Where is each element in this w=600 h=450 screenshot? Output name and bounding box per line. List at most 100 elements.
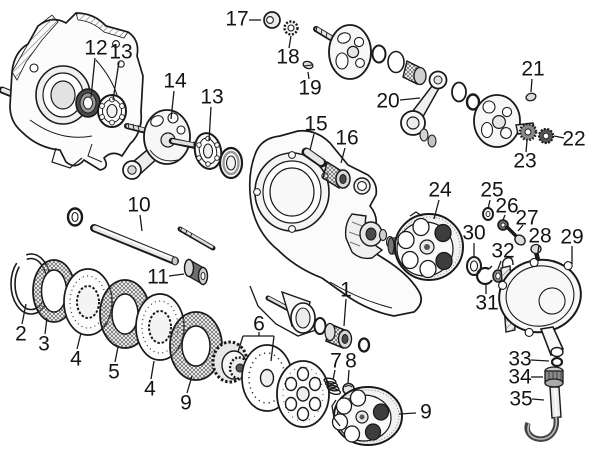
part-label-26-28: 26 — [495, 195, 518, 218]
leader-line-5 — [114, 346, 119, 363]
leader-line-15 — [309, 133, 315, 151]
part-label-27-29: 27 — [515, 207, 538, 230]
leader-line-35 — [531, 398, 545, 401]
part-label-19-21: 19 — [298, 77, 321, 100]
roller-11 — [183, 258, 209, 286]
pushrod-segment — [177, 226, 216, 251]
ring-after-hub — [357, 337, 371, 353]
leader-line-1 — [343, 298, 347, 327]
leader-line-13 — [112, 61, 120, 101]
part-label-28-30: 28 — [528, 225, 551, 248]
clutch-drum-24 — [387, 211, 464, 281]
oil-seal-12 — [75, 88, 101, 118]
hub-bushing-1 — [324, 322, 353, 350]
leader-line-9 — [186, 375, 193, 394]
crankcase-left-half — [9, 12, 144, 171]
part-label-5-4: 5 — [108, 361, 120, 384]
part-label-17-19: 17 — [225, 8, 248, 31]
part-label-13-14: 13 — [109, 41, 132, 64]
part-label-24-26: 24 — [428, 179, 452, 202]
leader-line-6 — [237, 335, 244, 353]
leader-line-32 — [497, 260, 502, 270]
part-label-23-25: 23 — [513, 150, 536, 173]
crankshaft-assembly-20 — [313, 24, 536, 148]
part-label-9-10: 9 — [420, 401, 432, 424]
star-lock-washer-18 — [283, 20, 299, 36]
part-label-35-37: 35 — [509, 388, 532, 411]
o-ring-33 — [550, 356, 564, 368]
drain-tube-35 — [524, 386, 562, 442]
part-label-4-3: 4 — [70, 348, 82, 371]
leader-line-9 — [398, 412, 417, 415]
seal-ring — [218, 146, 244, 180]
leader-line-4 — [150, 360, 155, 380]
woodruff-key-19 — [302, 60, 314, 70]
part-label-7-7: 7 — [330, 350, 342, 373]
part-label-22-24: 22 — [562, 128, 585, 151]
part-label-4-5: 4 — [144, 378, 156, 401]
leader-line-25 — [487, 199, 491, 210]
part-label-32-34: 32 — [491, 240, 514, 263]
leader-line-7 — [332, 369, 336, 381]
part-label-6-6: 6 — [253, 313, 265, 336]
leader-line-11 — [168, 273, 185, 277]
leader-line-21 — [530, 78, 533, 93]
leader-line-20 — [399, 97, 421, 101]
spring-7 — [323, 377, 342, 396]
part-label-12-13: 12 — [84, 37, 107, 60]
part-label-3-2: 3 — [38, 333, 50, 356]
leader-line-12 — [90, 57, 96, 98]
part-label-20-22: 20 — [376, 90, 399, 113]
bushing-16 — [322, 160, 351, 190]
part-label-13-15: 13 — [200, 86, 223, 109]
part-label-1-0: 1 — [340, 279, 352, 302]
small-ring — [66, 207, 84, 227]
clutch-drum-9 — [331, 386, 403, 446]
part-label-8-8: 8 — [345, 350, 357, 373]
leader-line-3 — [44, 317, 48, 335]
part-label-15-17: 15 — [304, 113, 327, 136]
leader-line-4 — [76, 332, 82, 350]
part-label-10-11: 10 — [127, 194, 150, 217]
crankcase-right-half — [248, 129, 423, 337]
leader-line-26 — [502, 214, 506, 221]
leader-line-24 — [433, 199, 440, 220]
leader-line-23 — [525, 140, 528, 153]
pushrod-10 — [90, 224, 179, 266]
part-label-21-23: 21 — [521, 58, 544, 81]
part-label-33-35: 33 — [508, 348, 531, 371]
part-label-34-36: 34 — [508, 366, 532, 389]
part-label-29-31: 29 — [560, 226, 583, 249]
leader-line-27 — [517, 224, 524, 232]
leader-line-8 — [347, 369, 350, 384]
pinion-23 — [518, 122, 538, 142]
cover-28-29 — [498, 243, 582, 358]
nut-22 — [537, 127, 555, 145]
part-label-30-32: 30 — [462, 222, 485, 245]
leader-line-18 — [288, 35, 292, 49]
leader-line-19 — [307, 71, 310, 80]
part-label-2-1: 2 — [15, 323, 27, 346]
ball-bearing-13-left — [97, 94, 127, 128]
part-label-25-27: 25 — [480, 179, 503, 202]
leader-line-16 — [340, 147, 346, 164]
dowel-pin-15 — [301, 147, 327, 168]
part-label-31-33: 31 — [475, 292, 498, 315]
part-label-18-20: 18 — [276, 46, 299, 69]
plug-32 — [492, 269, 504, 283]
pressure-plate — [276, 360, 330, 428]
leader-line-2 — [21, 303, 27, 325]
leader-line-28 — [536, 244, 540, 261]
leader-line-13 — [208, 106, 212, 142]
part-label-11-12: 11 — [147, 266, 169, 289]
friction-ring-9a — [169, 311, 223, 381]
clip-31 — [475, 265, 493, 286]
crankshaft-half-14 — [122, 109, 204, 180]
woodruff-key-21 — [525, 92, 537, 102]
leader-line-6 — [270, 335, 275, 362]
ball-bearing-13-right — [193, 132, 223, 170]
part-label-16-18: 16 — [335, 127, 358, 150]
